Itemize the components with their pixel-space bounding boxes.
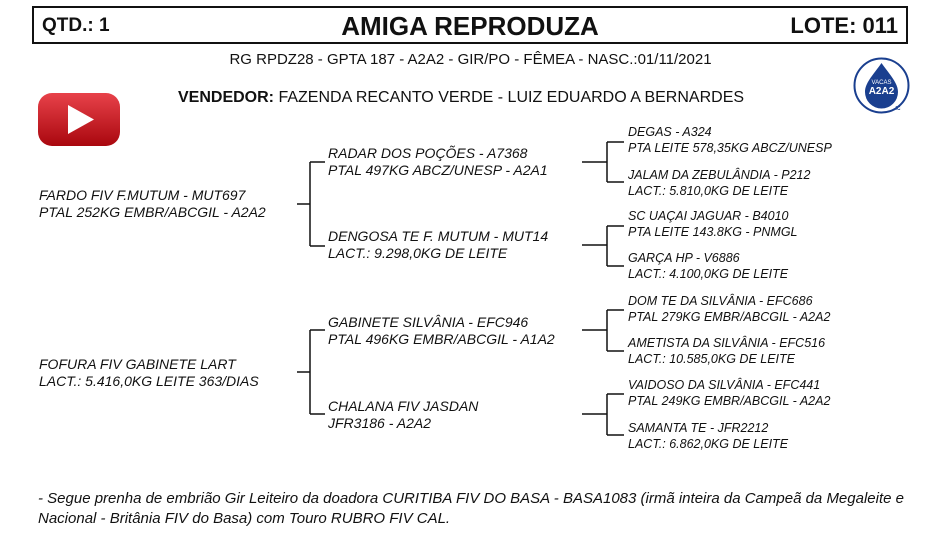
great-grandparent-info: PTAL 249KG EMBR/ABCGIL - A2A2	[628, 394, 831, 408]
page-title: AMIGA REPRODUZA	[341, 11, 599, 41]
sire-dam-entry: DENGOSA TE F. MUTUM - MUT14 LACT.: 9.298…	[328, 228, 548, 262]
dam-info: LACT.: 5.416,0KG LEITE 363/DIAS	[39, 373, 259, 389]
pregnancy-note: - Segue prenha de embrião Gir Leiteiro d…	[38, 490, 904, 527]
dam-dam-entry: CHALANA FIV JASDAN JFR3186 - A2A2	[328, 398, 478, 432]
great-grandparent-info: PTA LEITE 143.8KG - PNMGL	[628, 225, 798, 239]
vacas-a2a2-badge: VACAS A2A2 IC	[853, 57, 910, 114]
header-box: QTD.: 1 AMIGA REPRODUZA LOTE: 011	[32, 6, 908, 44]
sire-info: PTAL 252KG EMBR/ABCGIL - A2A2	[39, 204, 266, 220]
dam-entry: FOFURA FIV GABINETE LART LACT.: 5.416,0K…	[39, 356, 259, 390]
great-grandparent-name: SC UAÇAI JAGUAR - B4010	[628, 209, 789, 223]
dam-sire-name: GABINETE SILVÂNIA - EFC946	[328, 314, 529, 330]
great-grandparent-2: JALAM DA ZEBULÂNDIA - P212 LACT.: 5.810,…	[628, 167, 810, 199]
quantity-label: QTD.: 1	[42, 15, 110, 36]
seller-line: VENDEDOR: FAZENDA RECANTO VERDE - LUIZ E…	[178, 89, 744, 107]
great-grandparent-8: SAMANTA TE - JFR2212 LACT.: 6.862,0KG DE…	[628, 420, 788, 452]
dam-name: FOFURA FIV GABINETE LART	[39, 356, 236, 372]
badge-text-top: VACAS	[872, 80, 892, 86]
seller-label: VENDEDOR:	[178, 89, 275, 106]
badge-text-bottom: IC	[896, 106, 901, 112]
youtube-play-icon[interactable]	[37, 92, 121, 147]
animal-registration-line: RG RPDZ28 - GPTA 187 - A2A2 - GIR/PO - F…	[229, 51, 712, 68]
dam-dam-info: JFR3186 - A2A2	[328, 415, 431, 431]
great-grandparent-info: LACT.: 4.100,0KG DE LEITE	[628, 267, 789, 281]
great-grandparent-info: LACT.: 5.810,0KG DE LEITE	[628, 184, 789, 198]
sire-sire-name: RADAR DOS POÇÕES - A7368	[328, 145, 528, 161]
great-grandparent-name: DOM TE DA SILVÂNIA - EFC686	[628, 294, 813, 308]
sire-dam-info: LACT.: 9.298,0KG DE LEITE	[328, 245, 508, 261]
lot-number: LOTE: 011	[790, 13, 898, 38]
seller-value: FAZENDA RECANTO VERDE - LUIZ EDUARDO A B…	[274, 89, 745, 106]
badge-text-main: A2A2	[869, 86, 895, 97]
sire-sire-info: PTAL 497KG ABCZ/UNESP - A2A1	[328, 162, 548, 178]
sire-name: FARDO FIV F.MUTUM - MUT697	[39, 187, 246, 203]
sire-sire-entry: RADAR DOS POÇÕES - A7368 PTAL 497KG ABCZ…	[328, 145, 548, 179]
dam-sire-entry: GABINETE SILVÂNIA - EFC946 PTAL 496KG EM…	[328, 314, 555, 348]
great-grandparent-info: LACT.: 6.862,0KG DE LEITE	[628, 437, 789, 451]
great-grandparent-name: SAMANTA TE - JFR2212	[628, 421, 769, 435]
sire-dam-name: DENGOSA TE F. MUTUM - MUT14	[328, 228, 549, 244]
dam-dam-name: CHALANA FIV JASDAN	[328, 398, 479, 414]
great-grandparent-name: AMETISTA DA SILVÂNIA - EFC516	[628, 336, 826, 350]
great-grandparent-4: GARÇA HP - V6886 LACT.: 4.100,0KG DE LEI…	[628, 250, 788, 282]
great-grandparent-name: GARÇA HP - V6886	[628, 251, 740, 265]
great-grandparent-7: VAIDOSO DA SILVÂNIA - EFC441 PTAL 249KG …	[628, 377, 830, 409]
great-grandparent-3: SC UAÇAI JAGUAR - B4010 PTA LEITE 143.8K…	[628, 208, 798, 240]
great-grandparent-name: DEGAS - A324	[628, 125, 712, 139]
great-grandparent-name: JALAM DA ZEBULÂNDIA - P212	[628, 168, 811, 182]
great-grandparent-info: PTAL 279KG EMBR/ABCGIL - A2A2	[628, 310, 831, 324]
great-grandparent-name: VAIDOSO DA SILVÂNIA - EFC441	[628, 378, 821, 392]
great-grandparent-6: AMETISTA DA SILVÂNIA - EFC516 LACT.: 10.…	[628, 335, 825, 367]
great-grandparent-info: PTA LEITE 578,35KG ABCZ/UNESP	[628, 141, 832, 155]
dam-sire-info: PTAL 496KG EMBR/ABCGIL - A1A2	[328, 331, 555, 347]
sire-entry: FARDO FIV F.MUTUM - MUT697 PTAL 252KG EM…	[39, 187, 266, 221]
great-grandparent-1: DEGAS - A324 PTA LEITE 578,35KG ABCZ/UNE…	[628, 124, 832, 156]
great-grandparent-5: DOM TE DA SILVÂNIA - EFC686 PTAL 279KG E…	[628, 293, 830, 325]
great-grandparent-info: LACT.: 10.585,0KG DE LEITE	[628, 352, 795, 366]
